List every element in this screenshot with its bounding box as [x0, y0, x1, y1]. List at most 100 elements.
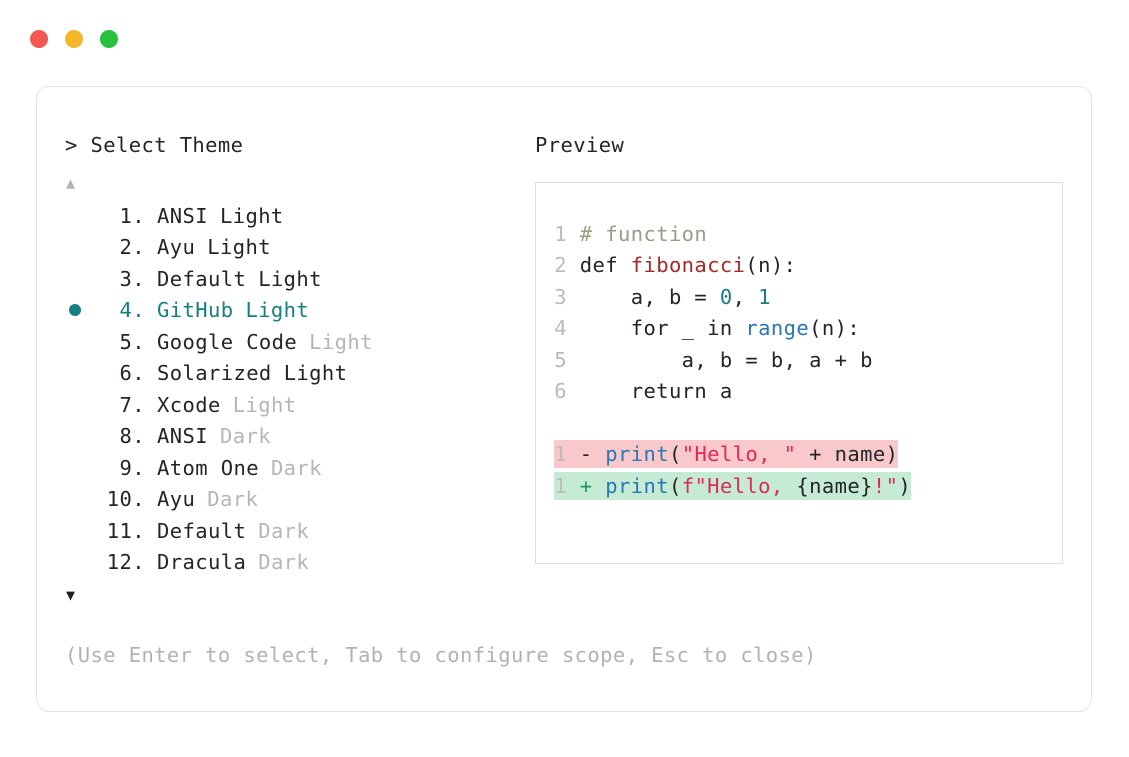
- theme-item-variant: Dark: [207, 487, 259, 511]
- code-gutter-space: [567, 379, 580, 403]
- theme-item-index: 3.: [119, 266, 145, 291]
- code-token: {name}: [796, 473, 873, 498]
- diff-line-content: print("Hello, " + name): [605, 442, 898, 466]
- code-line-content: def fibonacci(n):: [580, 253, 797, 277]
- diff-highlight: 1 - print("Hello, " + name): [554, 440, 899, 468]
- code-line: 5 a, b = b, a + b: [554, 345, 1062, 377]
- diff-marker: -: [567, 442, 606, 466]
- code-line-content: return a: [580, 379, 733, 403]
- theme-item-variant: Dark: [258, 518, 310, 543]
- page-title: Select Theme: [90, 133, 244, 157]
- code-token: for _ in: [579, 316, 746, 340]
- minimize-window-icon[interactable]: [65, 30, 83, 48]
- theme-item-index: 6.: [119, 361, 145, 385]
- code-line: 4 for _ in range(n):: [554, 313, 1062, 345]
- theme-item-index: 11.: [106, 518, 145, 543]
- code-line-number: 5: [554, 347, 567, 372]
- theme-item-variant: Light: [309, 329, 373, 354]
- theme-item-name: Solarized: [157, 361, 272, 385]
- theme-item-name: Xcode: [157, 392, 221, 417]
- code-line-number: 4: [554, 316, 567, 340]
- code-token: (n):: [745, 253, 797, 277]
- code-token: !": [872, 473, 899, 498]
- code-token: (: [668, 473, 682, 498]
- diff-line-removed: 1 - print("Hello, " + name): [554, 439, 1062, 471]
- keyboard-hint: (Use Enter to select, Tab to configure s…: [65, 643, 817, 667]
- theme-item-variant: Light: [219, 203, 284, 228]
- code-line-number: 3: [554, 284, 567, 309]
- code-line-number: 2: [554, 253, 567, 277]
- theme-item-name: Atom One: [157, 455, 259, 480]
- diff-highlight: 1 + print(f"Hello, {name}!"): [554, 471, 912, 500]
- prompt-caret-icon: >: [65, 133, 78, 157]
- theme-item-name: Ayu: [157, 487, 196, 511]
- theme-item-variant: Light: [258, 266, 322, 291]
- code-token: 0: [719, 284, 733, 309]
- diff-line-number: 1: [554, 442, 567, 466]
- code-gutter-space: [567, 222, 580, 246]
- theme-item-variant: Dark: [258, 550, 310, 574]
- code-gutter-space: [567, 253, 580, 277]
- code-token: f"Hello,: [681, 473, 797, 498]
- diff-block: 1 - print("Hello, " + name) 1 + print(f"H…: [554, 439, 1062, 502]
- select-theme-heading: > Select Theme: [65, 135, 535, 156]
- code-gutter-space: [567, 316, 580, 340]
- code-token: print: [605, 473, 669, 498]
- theme-item-name: Google Code: [157, 329, 298, 354]
- close-window-icon[interactable]: [30, 30, 48, 48]
- code-line: 6 return a: [554, 376, 1062, 408]
- code-token: (: [668, 442, 682, 466]
- code-line: 3 a, b = 0, 1: [554, 282, 1062, 314]
- code-blank-line: [554, 408, 1062, 440]
- scroll-up-icon[interactable]: ▲: [66, 173, 76, 192]
- theme-item-variant: Dark: [270, 455, 322, 480]
- code-token: fibonacci: [630, 253, 746, 277]
- code-token: # function: [579, 221, 708, 246]
- selected-bullet-icon: [69, 304, 81, 316]
- theme-list-item[interactable]: 10. Ayu Dark: [65, 487, 535, 519]
- code-line-content: a, b = 0, 1: [580, 285, 771, 309]
- theme-item-variant: Light: [232, 392, 297, 417]
- theme-item-name: GitHub: [157, 298, 234, 322]
- code-line-number: 1: [554, 221, 567, 246]
- code-token: ): [898, 473, 912, 498]
- code-token: def: [579, 253, 631, 277]
- scroll-down-icon[interactable]: ▼: [66, 585, 76, 604]
- theme-item-index: 2.: [119, 235, 145, 259]
- diff-line-number: 1: [554, 473, 567, 498]
- code-line-content: a, b = b, a + b: [580, 348, 873, 372]
- code-token: 1: [758, 284, 771, 309]
- theme-item-index: 10.: [106, 487, 145, 511]
- code-gutter-space: [567, 285, 580, 309]
- code-token: "Hello, ": [681, 442, 797, 466]
- code-line: 1 # function: [554, 219, 1062, 251]
- theme-item-variant: Light: [207, 235, 271, 259]
- theme-item-variant: Dark: [219, 424, 271, 448]
- maximize-window-icon[interactable]: [100, 30, 118, 48]
- code-token: return a: [579, 379, 733, 403]
- diff-line-added: 1 + print(f"Hello, {name}!"): [554, 471, 1062, 503]
- theme-item-name: Dracula: [157, 550, 247, 574]
- code-token: a, b =: [579, 284, 720, 309]
- theme-item-name: ANSI: [157, 424, 208, 448]
- theme-item-name: ANSI: [157, 203, 208, 228]
- window-titlebar: [30, 30, 118, 48]
